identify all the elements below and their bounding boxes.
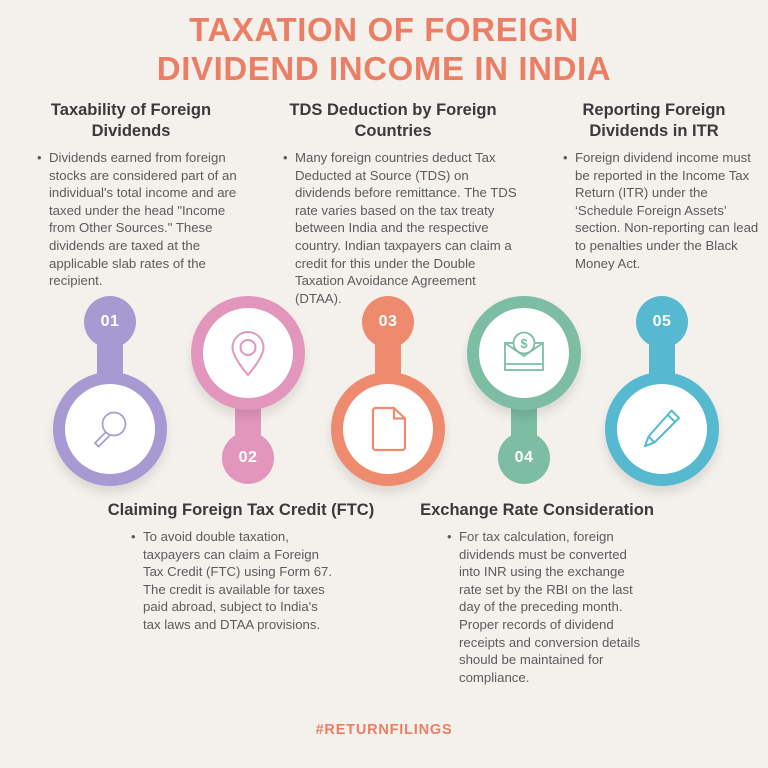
pin-icon-well-05 xyxy=(617,384,707,474)
step-pin-03[interactable]: 03 xyxy=(326,296,450,486)
section-bullet-1: Dividends earned from foreign stocks are… xyxy=(37,149,240,290)
pin-ring-04: $ xyxy=(467,296,581,410)
section-heading-3: Reporting Foreign Dividends in ITR xyxy=(582,101,726,140)
pencil-icon xyxy=(639,406,685,452)
page-title-line-2: DIVIDEND INCOME IN INDIA xyxy=(156,50,612,87)
money-envelope-icon: $ xyxy=(498,330,550,376)
section-list-2: Many foreign countries deduct Tax Deduct… xyxy=(268,149,518,307)
section-list-3: Foreign dividend income must be reported… xyxy=(548,149,760,272)
location-pin-icon xyxy=(227,329,269,377)
section-heading-1: Taxability of Foreign Dividends xyxy=(50,101,212,140)
step-badge-05: 05 xyxy=(636,296,688,348)
pin-icon-well-04: $ xyxy=(479,308,569,398)
step-pin-05[interactable]: 05 xyxy=(600,296,724,486)
step-number-01: 01 xyxy=(100,313,120,330)
step-badge-04: 04 xyxy=(498,432,550,484)
section-heading-5: Exchange Rate Consideration xyxy=(420,501,654,519)
step-number-05: 05 xyxy=(652,313,672,330)
step-pin-01[interactable]: 01 xyxy=(48,296,172,486)
step-number-02: 02 xyxy=(238,449,258,466)
pin-ring-05 xyxy=(605,372,719,486)
section-list-5: For tax calculation, foreign dividends m… xyxy=(412,528,662,686)
section-heading-4: Claiming Foreign Tax Credit (FTC) xyxy=(107,501,375,519)
page-title: TAXATION OF FOREIGN DIVIDEND INCOME IN I… xyxy=(0,10,768,88)
section-list-4: To avoid double taxation, taxpayers can … xyxy=(96,528,386,634)
pin-ring-02 xyxy=(191,296,305,410)
section-block-2: TDS Deduction by Foreign Countries Many … xyxy=(268,100,518,307)
step-pin-02[interactable]: 02 xyxy=(186,296,310,486)
pin-ring-03 xyxy=(331,372,445,486)
step-pin-04[interactable]: $ 04 xyxy=(462,296,586,486)
section-heading-2: TDS Deduction by Foreign Countries xyxy=(289,101,497,140)
section-block-5: Exchange Rate Consideration For tax calc… xyxy=(412,500,662,686)
document-icon xyxy=(368,406,408,452)
magnifier-icon xyxy=(87,406,133,452)
section-bullet-4: To avoid double taxation, taxpayers can … xyxy=(131,528,333,634)
section-bullet-5: For tax calculation, foreign dividends m… xyxy=(447,528,649,686)
section-block-3: Reporting Foreign Dividends in ITR Forei… xyxy=(548,100,760,272)
step-number-03: 03 xyxy=(378,313,398,330)
pin-icon-well-03 xyxy=(343,384,433,474)
step-badge-02: 02 xyxy=(222,432,274,484)
section-bullet-3: Foreign dividend income must be reported… xyxy=(563,149,760,272)
step-number-04: 04 xyxy=(514,449,534,466)
step-badge-03: 03 xyxy=(362,296,414,348)
footer-hashtag: #RETURNFILINGS xyxy=(315,722,453,738)
section-bullet-2: Many foreign countries deduct Tax Deduct… xyxy=(283,149,518,307)
step-badge-01: 01 xyxy=(84,296,136,348)
section-block-4: Claiming Foreign Tax Credit (FTC) To avo… xyxy=(96,500,386,634)
pin-ring-01 xyxy=(53,372,167,486)
pin-icon-well-02 xyxy=(203,308,293,398)
section-block-1: Taxability of Foreign Dividends Dividend… xyxy=(22,100,240,290)
section-list-1: Dividends earned from foreign stocks are… xyxy=(22,149,240,290)
pin-icon-well-01 xyxy=(65,384,155,474)
page-title-line-1: TAXATION OF FOREIGN xyxy=(189,11,579,48)
svg-text:$: $ xyxy=(520,336,528,351)
